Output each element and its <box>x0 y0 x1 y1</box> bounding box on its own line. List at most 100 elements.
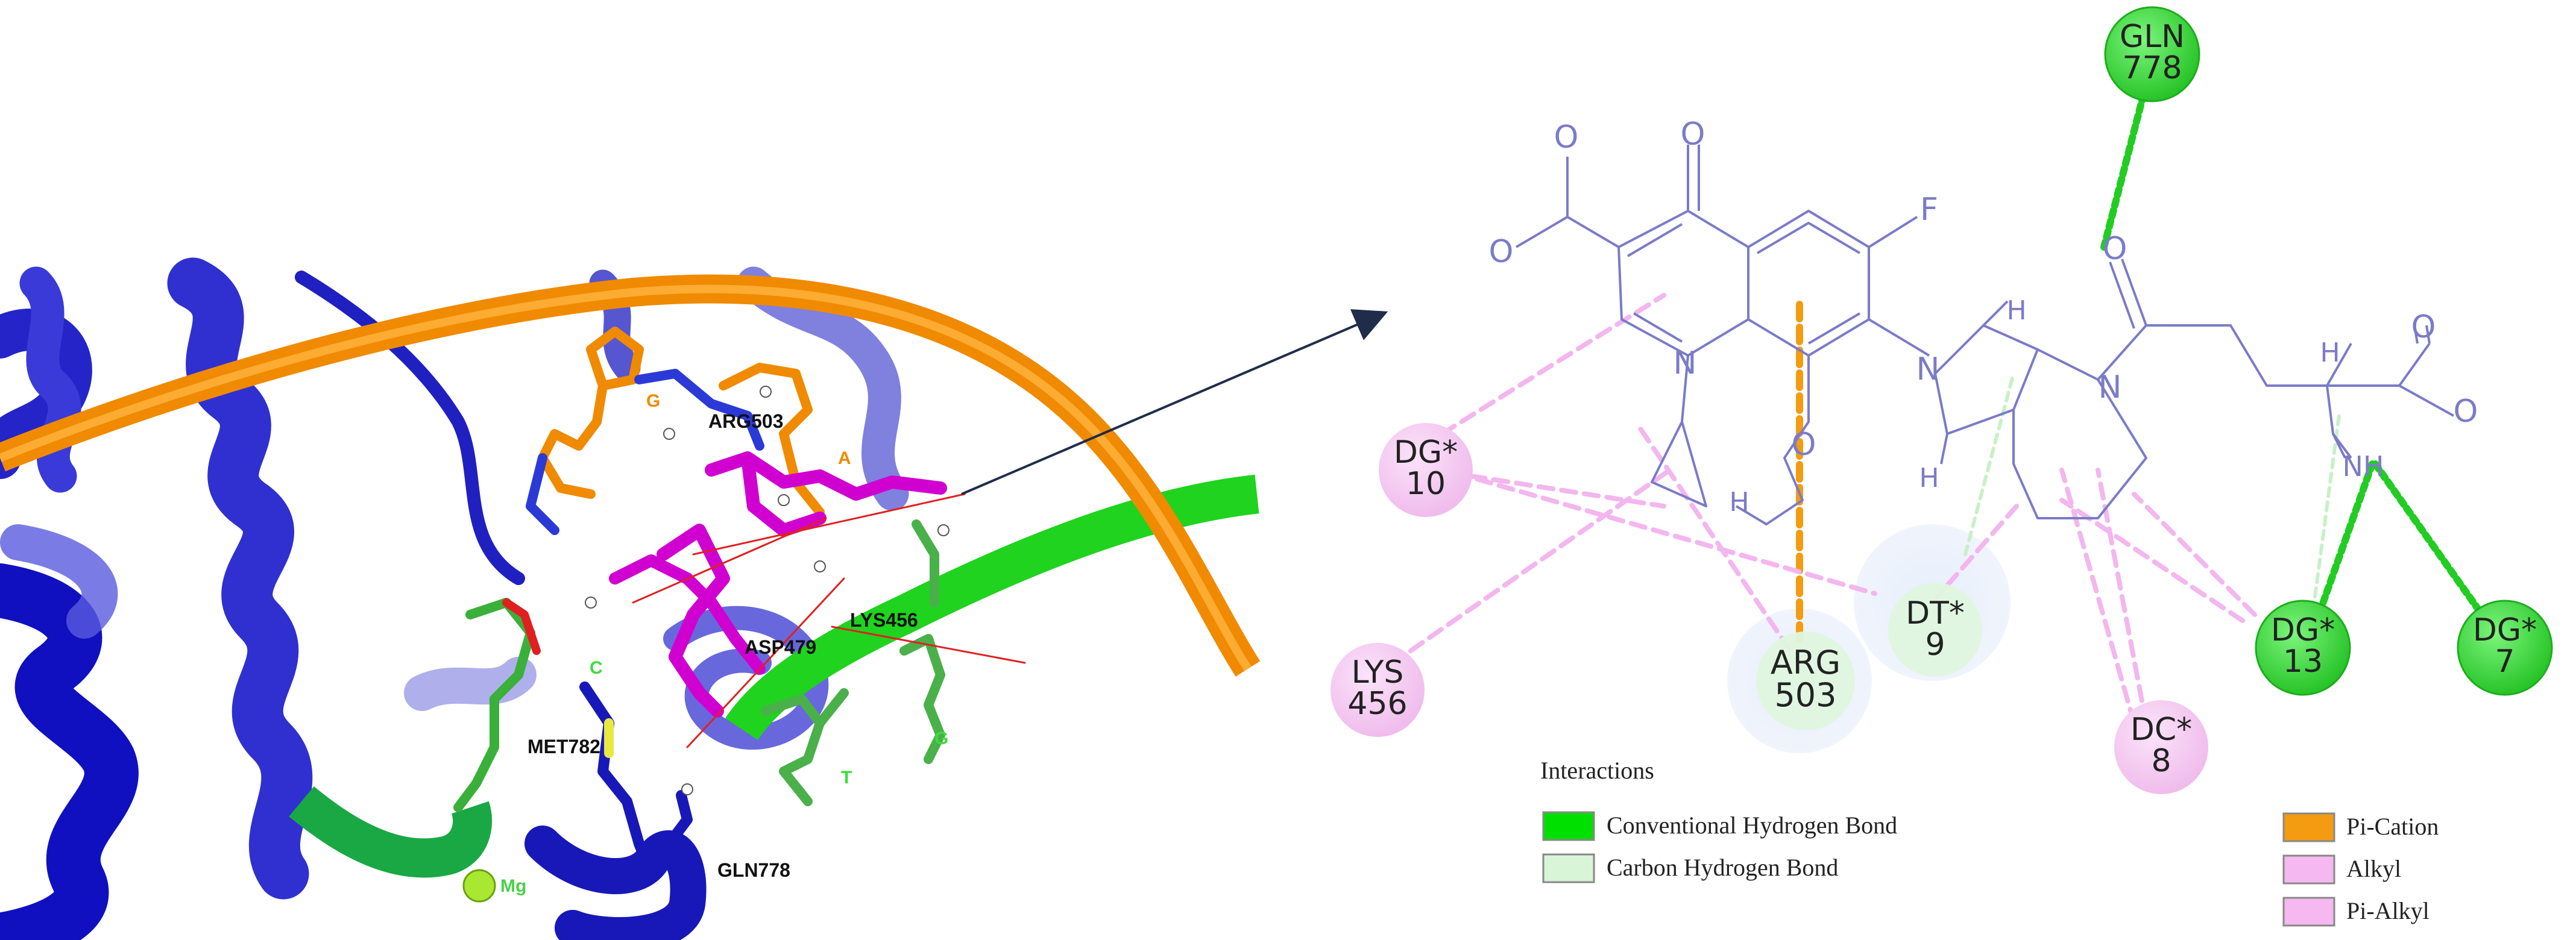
ring-pyridone-inner <box>1627 223 1683 343</box>
ligand-structure <box>1515 145 2454 525</box>
base-t-sticks <box>761 688 849 806</box>
alkyl-dg10-cp <box>1469 474 1666 509</box>
residue-arg503-number: 503 <box>1774 676 1836 714</box>
alkyl-arg503-cp <box>1637 425 1805 671</box>
base-g-sticks <box>538 327 644 499</box>
h-atom <box>681 783 693 795</box>
label-asp479: ASP479 <box>745 636 816 658</box>
residue-dc8-number: 8 <box>2151 743 2171 779</box>
legend-label-alkyl: Alkyl <box>2346 855 2401 882</box>
residue-dc8: DC* 8 <box>2114 700 2208 794</box>
h-atom <box>760 386 772 398</box>
atom-o-keto: O <box>1681 116 1705 152</box>
label-met782: MET782 <box>527 736 600 757</box>
alkyl-dg13-1 <box>2059 498 2245 623</box>
cyclopropyl <box>1651 355 1707 507</box>
carbon-hbond-lines <box>1963 372 2341 598</box>
residue-lys456: LYS 456 <box>1331 643 1425 737</box>
legend-swatch-alkyl <box>2282 854 2335 885</box>
met-sticks <box>579 682 657 879</box>
dna-strand-orange-highlight <box>0 284 1252 671</box>
legend-label-carbon-hbond: Carbon Hydrogen Bond <box>1607 854 1838 881</box>
residue-dg10: DG* 10 <box>1379 423 1473 517</box>
atom-h-chain: H <box>2320 337 2340 368</box>
residue-dg13-number: 13 <box>2283 644 2323 680</box>
hbond-dg7 <box>2372 460 2481 612</box>
ring-pyridone <box>1617 210 1749 357</box>
legend-swatch-carbon-hbond <box>1542 853 1595 883</box>
base-g-blue <box>526 453 559 535</box>
residue-arg503: ARG 503 <box>1756 631 1855 730</box>
amine-bond-2 <box>2332 433 2352 459</box>
residue-lys456-number: 456 <box>1347 686 1407 722</box>
helix-right <box>737 266 909 511</box>
residue-lys456-name: LYS <box>1352 654 1404 691</box>
alkyl-dc8-1 <box>2059 468 2137 725</box>
c-n-bond <box>1868 318 1930 357</box>
residue-gln778: GLN 778 <box>2104 6 2200 102</box>
hydrogen-atoms <box>585 386 949 795</box>
label-gln778: GLN778 <box>717 859 790 881</box>
label-base-c: C <box>590 658 603 678</box>
piperidine <box>2012 348 2147 519</box>
pyrrolidine <box>1934 324 2039 435</box>
h-atom <box>814 560 826 572</box>
legend-label-conventional-hbond: Conventional Hydrogen Bond <box>1607 812 1897 839</box>
residue-gln778-number: 778 <box>2122 50 2182 86</box>
ligand-atoms: O O O F N N H H N O H O O NH O H <box>1489 116 2478 518</box>
legend-label-pi-alkyl: Pi-Alkyl <box>2346 897 2430 924</box>
alkyl-dg13-2 <box>2132 492 2257 617</box>
dna-strand-green-2 <box>289 786 493 878</box>
base-c-oxygen <box>502 598 541 655</box>
atom-n-pyrrolidine: N <box>1916 351 1940 387</box>
helix-ring <box>663 606 829 750</box>
protein-dna-3d-view: ARG503 ASP479 LYS456 MET782 GLN778 Mg G … <box>0 257 1261 940</box>
side-chain <box>2097 324 2454 417</box>
ether-chain <box>1735 356 1810 525</box>
atom-nh: NH <box>2343 450 2384 483</box>
c-f-bond <box>1868 216 1918 248</box>
mg-ion <box>462 869 496 903</box>
legend-swatch-pi-cation <box>2282 812 2335 842</box>
residue-dg7-number: 7 <box>2495 644 2515 680</box>
chbond-dt9 <box>1963 372 2015 556</box>
interaction-lines <box>1408 81 2481 725</box>
residue-dg7: DG* 7 <box>2457 600 2553 696</box>
atom-h-ether: H <box>1729 487 1749 518</box>
atom-h-bottom: H <box>1919 463 1939 494</box>
h-atom <box>663 428 675 440</box>
atom-o-ether: O <box>1792 427 1816 463</box>
residue-dg10-name: DG* <box>1394 434 1458 471</box>
residue-dg10-number: 10 <box>1406 466 1446 502</box>
residue-arg503-name: ARG <box>1771 644 1841 682</box>
structure-labels: ARG503 ASP479 LYS456 MET782 GLN778 Mg G … <box>500 391 948 896</box>
residue-gln778-name: GLN <box>2120 19 2185 55</box>
residue-dt9-name: DT* <box>1906 595 1965 631</box>
alkyl-dg10-dt9 <box>1475 477 1877 596</box>
alkyl-dc8-2 <box>2096 468 2149 725</box>
legend-swatch-conventional-hbond <box>1542 811 1595 841</box>
alkyl-dg10-ring <box>1420 293 1666 448</box>
atom-o-acid2-right: O <box>2454 393 2478 430</box>
atom-fluorine: F <box>1920 192 1938 228</box>
alkyl-lines <box>1408 293 2257 725</box>
atom-o-acid-top: O <box>1554 119 1579 155</box>
alkyl-lys456 <box>1408 468 1672 653</box>
atom-n-piperidine: N <box>2099 369 2122 406</box>
gln-sticks <box>664 790 693 873</box>
stick-residues <box>453 327 1026 879</box>
label-base-g-right: G <box>934 728 948 748</box>
hbond-dg13 <box>2317 460 2376 612</box>
arg-sticks <box>634 369 764 451</box>
loop-blue-1 <box>295 271 525 585</box>
h-atom <box>937 524 949 536</box>
interaction-line-4 <box>831 625 1026 664</box>
interaction-line-2 <box>692 493 966 556</box>
label-lys456: LYS456 <box>850 609 918 631</box>
legend-swatch-pi-alkyl <box>2282 897 2335 927</box>
interactions-legend: Interactions Conventional Hydrogen Bond … <box>1540 757 2439 927</box>
ring-h-bonds <box>1940 300 2009 465</box>
interaction-diagram-2d: O O O F N N H H N O H O O NH O H GLN 778 <box>1331 6 2553 927</box>
